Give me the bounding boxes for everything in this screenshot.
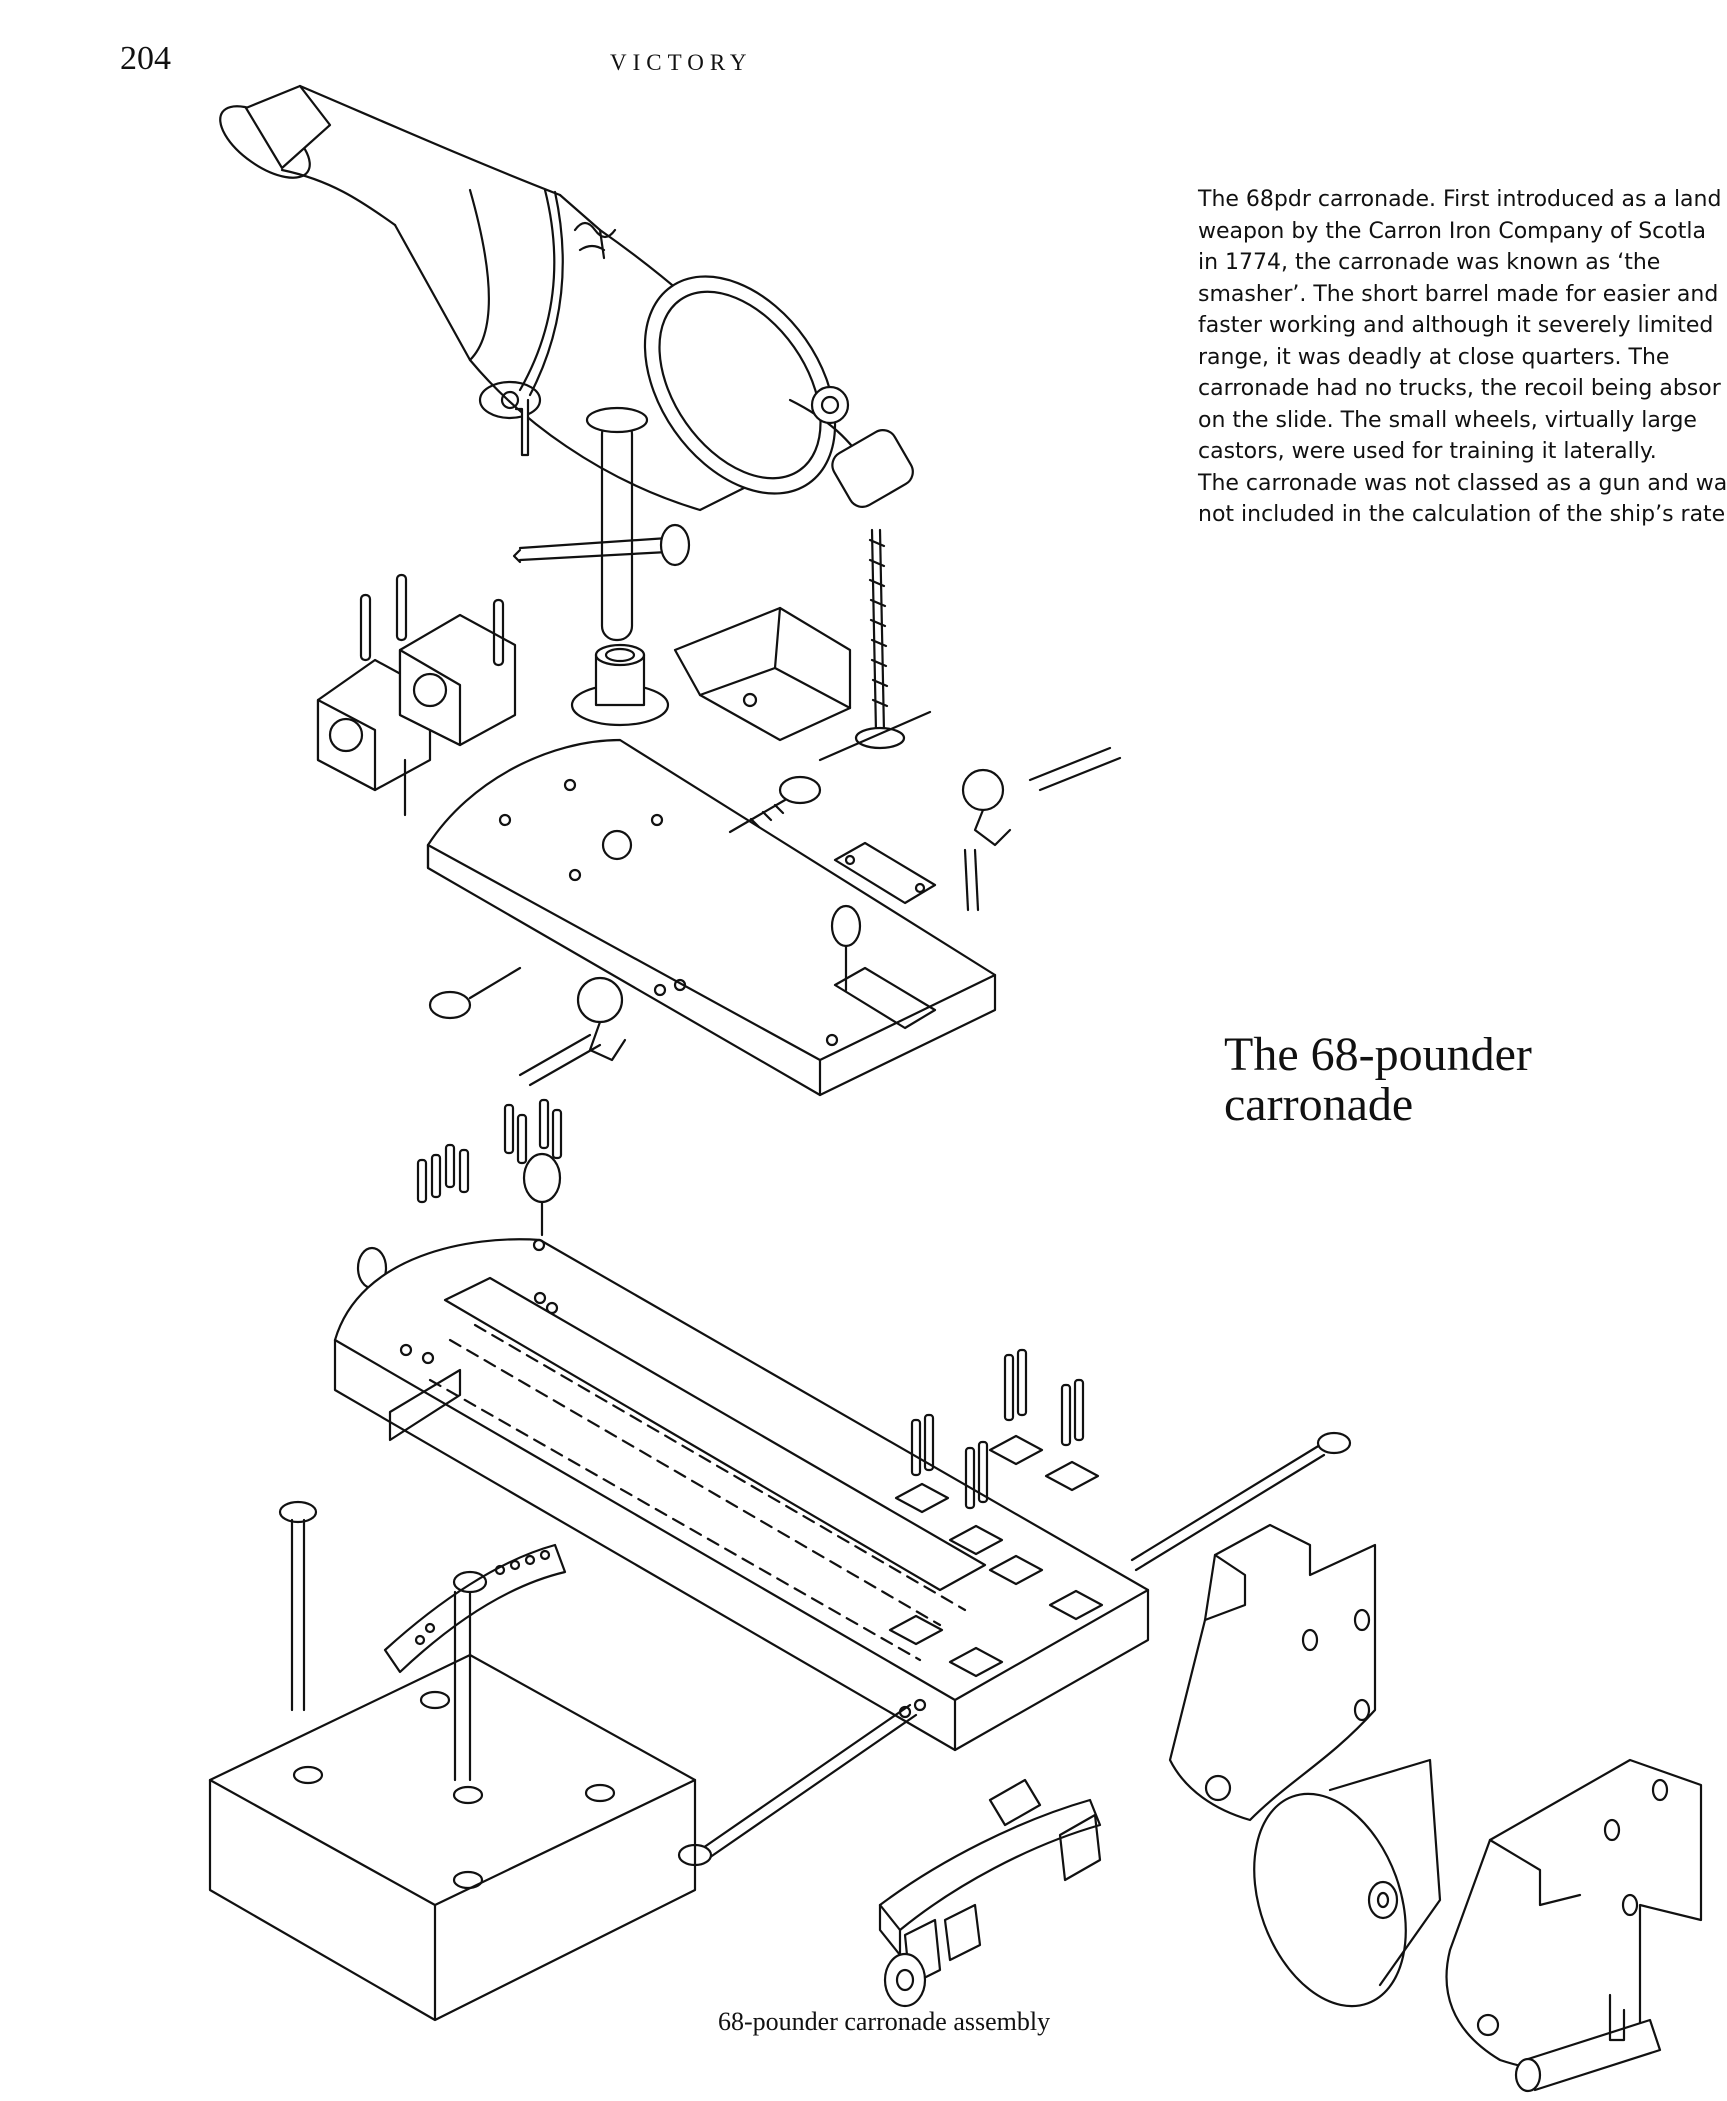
capsquare-brackets: [318, 615, 515, 815]
caption-line: faster working and although it severely …: [1198, 313, 1714, 338]
side-bracket-2: [1447, 1760, 1701, 2091]
slide: [335, 1239, 1148, 1750]
caption-text: The 68pdr carronade. First introduced as…: [1198, 184, 1727, 531]
caption-line: The carronade was not classed as a gun a…: [1198, 470, 1727, 496]
caption-line: carronade had no trucks, the recoil bein…: [1198, 376, 1721, 401]
bolster-block: [210, 1655, 695, 2020]
caption-line: smasher’. The short barrel made for easi…: [1198, 281, 1719, 307]
quoin-block: [675, 608, 850, 740]
caption-line: weapon by the Carron Iron Company of Sco…: [1198, 218, 1706, 244]
carronade-barrel: [209, 86, 918, 529]
trunnion-socket: [572, 645, 668, 725]
page-number: 204: [120, 40, 171, 77]
roller-truck: [1227, 1760, 1440, 2027]
pivot-bolt: [280, 1502, 316, 1710]
caption-line: on the slide. The small wheels, virtuall…: [1198, 407, 1697, 433]
caption-line: in 1774, the carronade was known as ‘the: [1198, 250, 1661, 275]
truck-castor-bracket: [880, 1780, 1100, 2006]
running-head: VICTORY: [610, 50, 753, 75]
caption-line: The 68pdr carronade. First introduced as…: [1198, 187, 1722, 212]
upper-carriage: [428, 740, 995, 1095]
caption-line: range, it was deadly at close quarters. …: [1198, 344, 1670, 370]
side-bracket: [1170, 1525, 1375, 1820]
loose-pins-upper: [361, 575, 503, 665]
section-title-line: carronade: [1224, 1078, 1414, 1131]
caption-line: castors, were used for training it later…: [1198, 439, 1657, 464]
section-title-line: The 68-pounder: [1224, 1028, 1532, 1081]
trunnion-bolt-and-pins: [514, 400, 689, 640]
racer-plate: [385, 1545, 565, 1780]
elevating-screw: [820, 530, 930, 760]
slide-plates-and-pins: [890, 1350, 1102, 1676]
loose-pins-lower: [418, 1100, 561, 1202]
section-title: The 68-pounder carronade: [1224, 1030, 1532, 1130]
figure-caption: 68-pounder carronade assembly: [718, 2007, 1051, 2036]
caption-line: not included in the calculation of the s…: [1198, 502, 1726, 527]
